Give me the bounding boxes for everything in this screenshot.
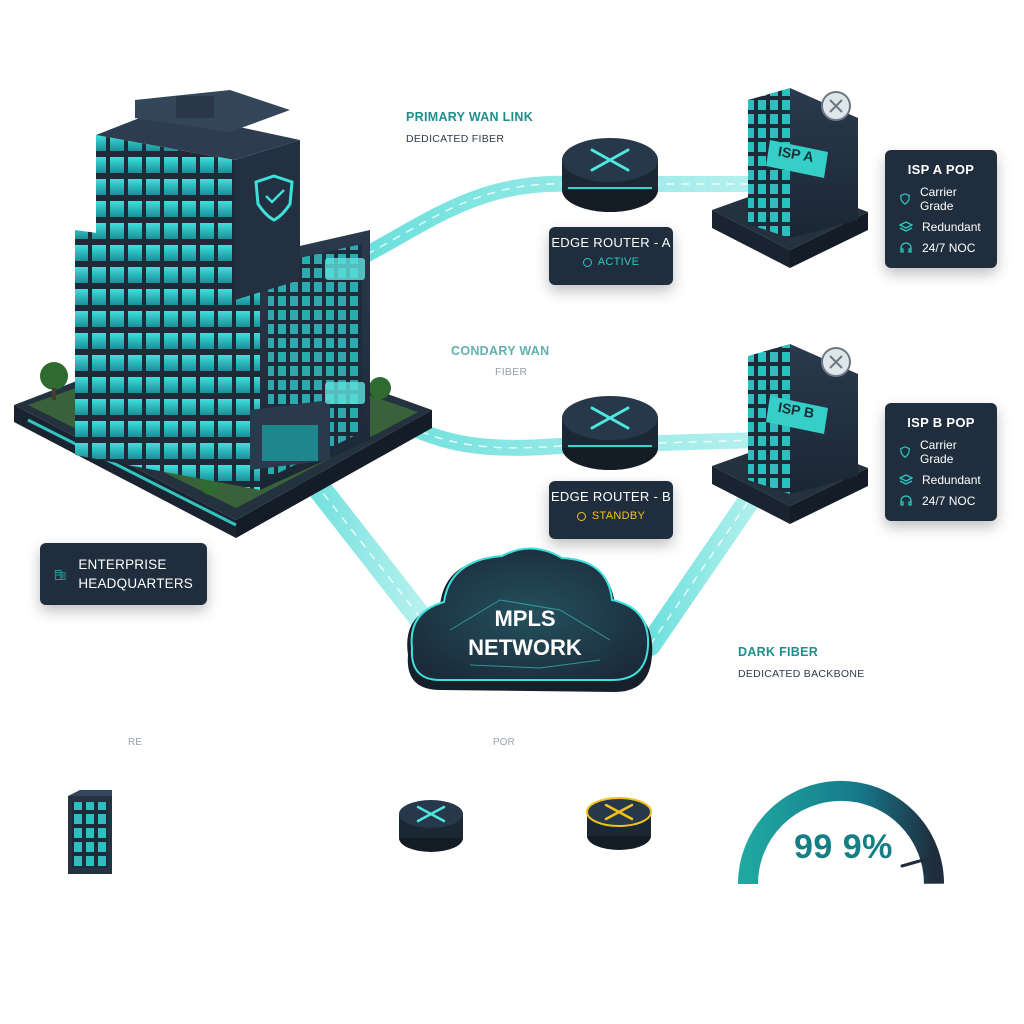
pop-title: ISP A POP	[907, 162, 975, 177]
pop-feature: Redundant	[899, 473, 983, 487]
headquarters-card[interactable]: ENTERPRISE HEADQUARTERS	[40, 543, 207, 605]
primary-wan-title: PRIMARY WAN LINK	[406, 110, 534, 124]
check-circle-icon	[582, 257, 592, 267]
legend-fragment-middle: POR	[493, 737, 515, 748]
legend-router-active-icon	[399, 800, 463, 852]
shield-icon	[900, 446, 910, 458]
pop-feature: Carrier Grade	[899, 438, 983, 466]
dark-fiber-title: DARK FIBER	[738, 645, 819, 659]
secondary-wan-title: CONDARY WAN	[451, 344, 550, 358]
shield-emblem-icon	[254, 174, 294, 222]
router-status: ACTIVE	[582, 256, 640, 268]
hq-line-1: ENTERPRISE	[78, 557, 167, 572]
pop-feature-label: 24/7 NOC	[922, 494, 976, 508]
pop-feature-label: 24/7 NOC	[922, 241, 976, 255]
edge-router-a-card[interactable]: EDGE ROUTER - A ACTIVE	[549, 227, 673, 285]
edge-router-b	[562, 396, 658, 470]
pop-feature: Redundant	[899, 220, 983, 234]
uptime-gauge-value: 99 9%	[794, 828, 893, 866]
isp-a-building	[712, 88, 868, 268]
standby-circle-icon	[576, 511, 586, 521]
router-arrows-icon	[590, 406, 630, 430]
router-status-label: ACTIVE	[597, 256, 640, 268]
router-arrows-icon	[590, 148, 630, 172]
pop-feature-label: Redundant	[922, 473, 981, 487]
building-icon	[54, 569, 66, 580]
uptime-gauge-fill	[737, 780, 944, 885]
pop-feature: 24/7 NOC	[899, 241, 983, 255]
pop-feature: Carrier Grade	[899, 185, 983, 213]
primary-wan-subtitle: DEDICATED FIBER	[406, 133, 505, 145]
isp-b-pop-card[interactable]: ISP B POP Carrier Grade Redundant 24/7 N…	[885, 403, 997, 521]
mpls-cloud	[407, 547, 653, 692]
pop-feature-label: Carrier Grade	[920, 438, 957, 466]
legend-building-icon	[68, 790, 112, 874]
headquarters-building	[14, 90, 432, 538]
uptime-gauge	[737, 780, 944, 885]
edge-router-b-card[interactable]: EDGE ROUTER - B STANDBY	[549, 481, 673, 539]
hq-line-2: HEADQUARTERS	[78, 576, 193, 591]
dark-fiber-subtitle: DEDICATED BACKBONE	[738, 668, 865, 680]
cloud-line-1: MPLS	[494, 606, 556, 631]
layers-icon	[899, 221, 913, 232]
isp-b-building	[712, 344, 868, 524]
router-name: EDGE ROUTER - A	[551, 235, 671, 250]
gauge-needle	[900, 856, 932, 868]
pop-feature: 24/7 NOC	[899, 494, 983, 508]
shield-icon	[900, 193, 910, 205]
router-name: EDGE ROUTER - B	[550, 489, 672, 504]
pop-feature-label: Carrier Grade	[920, 185, 957, 213]
router-status-label: STANDBY	[591, 510, 646, 522]
mpls-cloud-label: MPLS NETWORK	[430, 604, 620, 662]
pop-title: ISP B POP	[907, 415, 975, 430]
legend-fragment-left: RE	[128, 737, 142, 748]
headset-icon	[900, 495, 912, 506]
router-status: STANDBY	[576, 510, 646, 522]
pop-feature-label: Redundant	[922, 220, 981, 234]
legend-router-standby-icon	[586, 797, 652, 850]
layers-icon	[899, 474, 913, 485]
cloud-line-2: NETWORK	[468, 635, 582, 660]
isp-a-pop-card[interactable]: ISP A POP Carrier Grade Redundant 24/7 N…	[885, 150, 997, 268]
secondary-wan-subtitle: FIBER	[495, 366, 528, 378]
headset-icon	[900, 242, 912, 253]
edge-router-a	[562, 138, 658, 212]
